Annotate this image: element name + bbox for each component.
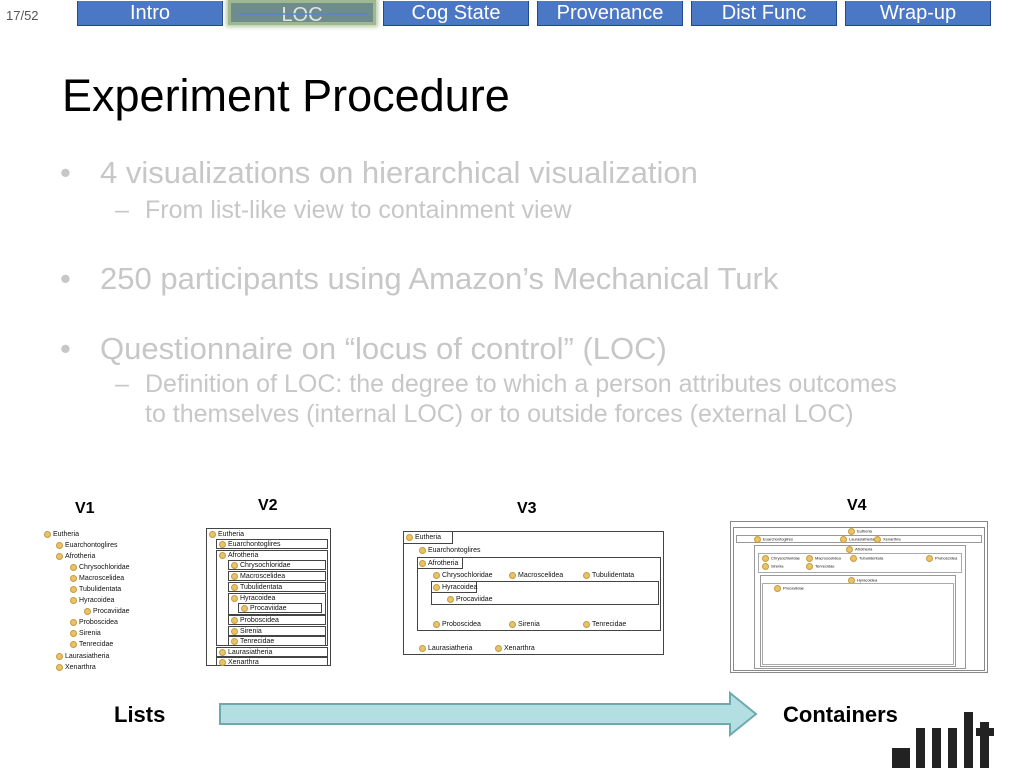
tree-node: Chrysochloridae — [762, 555, 800, 562]
university-logo — [892, 712, 1022, 768]
tree-node: Sirenia — [231, 627, 262, 636]
tree-node: Tubulidentata — [231, 583, 282, 592]
thumbnail-v3-semi-containment: Eutheria Euarchontoglires Afrotheria Chr… — [403, 531, 665, 657]
tree-node: Afrotheria — [846, 546, 872, 553]
bullet-participants: 250 participants using Amazon’s Mechanic… — [60, 261, 960, 297]
label-v2: V2 — [258, 497, 278, 514]
container-box — [417, 557, 661, 631]
tree-node: Hyracoidea — [433, 583, 477, 592]
tree-node: Sirenia — [762, 563, 783, 570]
thumbnail-v2-boxed-list: Eutheria Euarchontoglires Afrotheria Chr… — [206, 528, 332, 668]
label-lists: Lists — [114, 702, 166, 727]
tree-node: Hyracoidea — [70, 596, 114, 605]
tree-node: Sirenia — [70, 629, 101, 638]
nav-tab-intro[interactable]: Intro — [77, 1, 223, 26]
sub-bullet-list-to-containment: – From list-like view to containment vie… — [60, 195, 960, 225]
tree-node: Proboscidea — [433, 620, 481, 629]
tree-node: Xenarthra — [495, 644, 535, 653]
dash-marker: – — [115, 370, 129, 398]
bullet-visualizations: 4 visualizations on hierarchical visuali… — [60, 155, 960, 191]
container-box — [228, 593, 326, 615]
tree-node: Afrotheria — [56, 552, 95, 561]
bullet-list: 4 visualizations on hierarchical visuali… — [60, 155, 960, 429]
thumbnail-v4-containment: Eutheria Euarchontoglires Laurasiatheria… — [730, 521, 988, 673]
nav-tab-cog-state[interactable]: Cog State — [383, 1, 529, 26]
tree-node: Proboscidea — [70, 618, 118, 627]
tree-node: Tenrecidae — [70, 640, 113, 649]
tree-node: Hyracoidea — [848, 577, 877, 584]
container-box — [762, 583, 954, 665]
tree-node: Macroscelidea — [806, 555, 841, 562]
tree-node: Euarchontoglires — [754, 536, 793, 543]
tree-node: Tubulidentata — [70, 585, 121, 594]
slide-title: Experiment Procedure — [62, 70, 510, 121]
nav-tab-dist-func[interactable]: Dist Func — [691, 1, 837, 26]
tree-node: Laurasiatheria — [219, 648, 272, 657]
label-v4: V4 — [847, 497, 867, 514]
tree-node: Procaviidae — [84, 607, 130, 616]
tree-node: Proboscidea — [231, 616, 279, 625]
tree-node: Chrysochloridae — [433, 571, 493, 580]
tree-node: Laurasiatheria — [840, 536, 874, 543]
sub-bullet-text: Definition of LOC: the degree to which a… — [145, 370, 897, 428]
tree-node: Macroscelidea — [70, 574, 124, 583]
tree-node: Chrysochloridae — [70, 563, 130, 572]
tree-node: Procaviidae — [241, 604, 287, 613]
tree-node: Afrotheria — [419, 559, 458, 568]
tree-node: Chrysochloridae — [231, 561, 291, 570]
container-box — [403, 531, 453, 544]
tree-node: Procaviidae — [774, 585, 804, 592]
tree-node: Tubulidentata — [850, 555, 883, 562]
tree-node: Tenrecidae — [806, 563, 835, 570]
container-box — [417, 557, 463, 569]
label-containers: Containers — [783, 702, 898, 727]
tree-node: Euarchontoglires — [419, 546, 481, 555]
tree-node: Xenarthra — [219, 658, 259, 667]
container-box — [228, 636, 326, 646]
tree-node: Tenrecidae — [231, 637, 274, 646]
tree-node: Laurasiatheria — [419, 644, 472, 653]
tree-node: Sirenia — [509, 620, 540, 629]
container-box — [758, 553, 962, 573]
slide-counter: 17/52 — [6, 8, 39, 23]
label-v1: V1 — [75, 500, 95, 517]
dash-marker: – — [115, 196, 129, 224]
bullet-questionnaire: Questionnaire on “locus of control” (LOC… — [60, 331, 960, 367]
sub-bullet-loc-definition: – Definition of LOC: the degree to which… — [60, 369, 900, 429]
container-box — [730, 521, 988, 673]
tree-node: Macroscelidea — [231, 572, 285, 581]
spectrum-arrow — [219, 690, 758, 738]
tree-node: Proboscidea — [926, 555, 957, 562]
tree-node: Eutheria — [44, 530, 79, 539]
container-box — [760, 575, 956, 667]
tree-node: Laurasiatheria — [56, 652, 109, 661]
tree-node: Afrotheria — [219, 551, 258, 560]
tree-node: Eutheria — [406, 533, 441, 542]
nav-tab-loc[interactable]: LOC — [228, 0, 376, 26]
tree-node: Hyracoidea — [231, 594, 275, 603]
container-box — [228, 626, 326, 636]
tree-node: Macroscelidea — [509, 571, 563, 580]
nav-tab-provenance[interactable]: Provenance — [537, 1, 683, 26]
thumbnail-v1-list: Eutheria Euarchontoglires Afrotheria Chr… — [40, 528, 170, 678]
container-box — [216, 657, 328, 666]
tree-node: Xenarthra — [56, 663, 96, 672]
tree-node: Euarchontoglires — [219, 540, 281, 549]
tree-node: Eutheria — [848, 528, 872, 535]
container-box — [403, 531, 664, 655]
tree-node: Eutheria — [209, 530, 244, 539]
tree-node: Tenrecidae — [583, 620, 626, 629]
tree-node: Euarchontoglires — [56, 541, 118, 550]
tree-node: Tubulidentata — [583, 571, 634, 580]
tree-node: Xenarthra — [874, 536, 901, 543]
sub-bullet-text: From list-like view to containment view — [145, 196, 572, 224]
container-box — [431, 581, 659, 605]
label-v3: V3 — [517, 500, 537, 517]
nav-tab-wrap-up[interactable]: Wrap-up — [845, 1, 991, 26]
tree-node: Procaviidae — [447, 595, 493, 604]
